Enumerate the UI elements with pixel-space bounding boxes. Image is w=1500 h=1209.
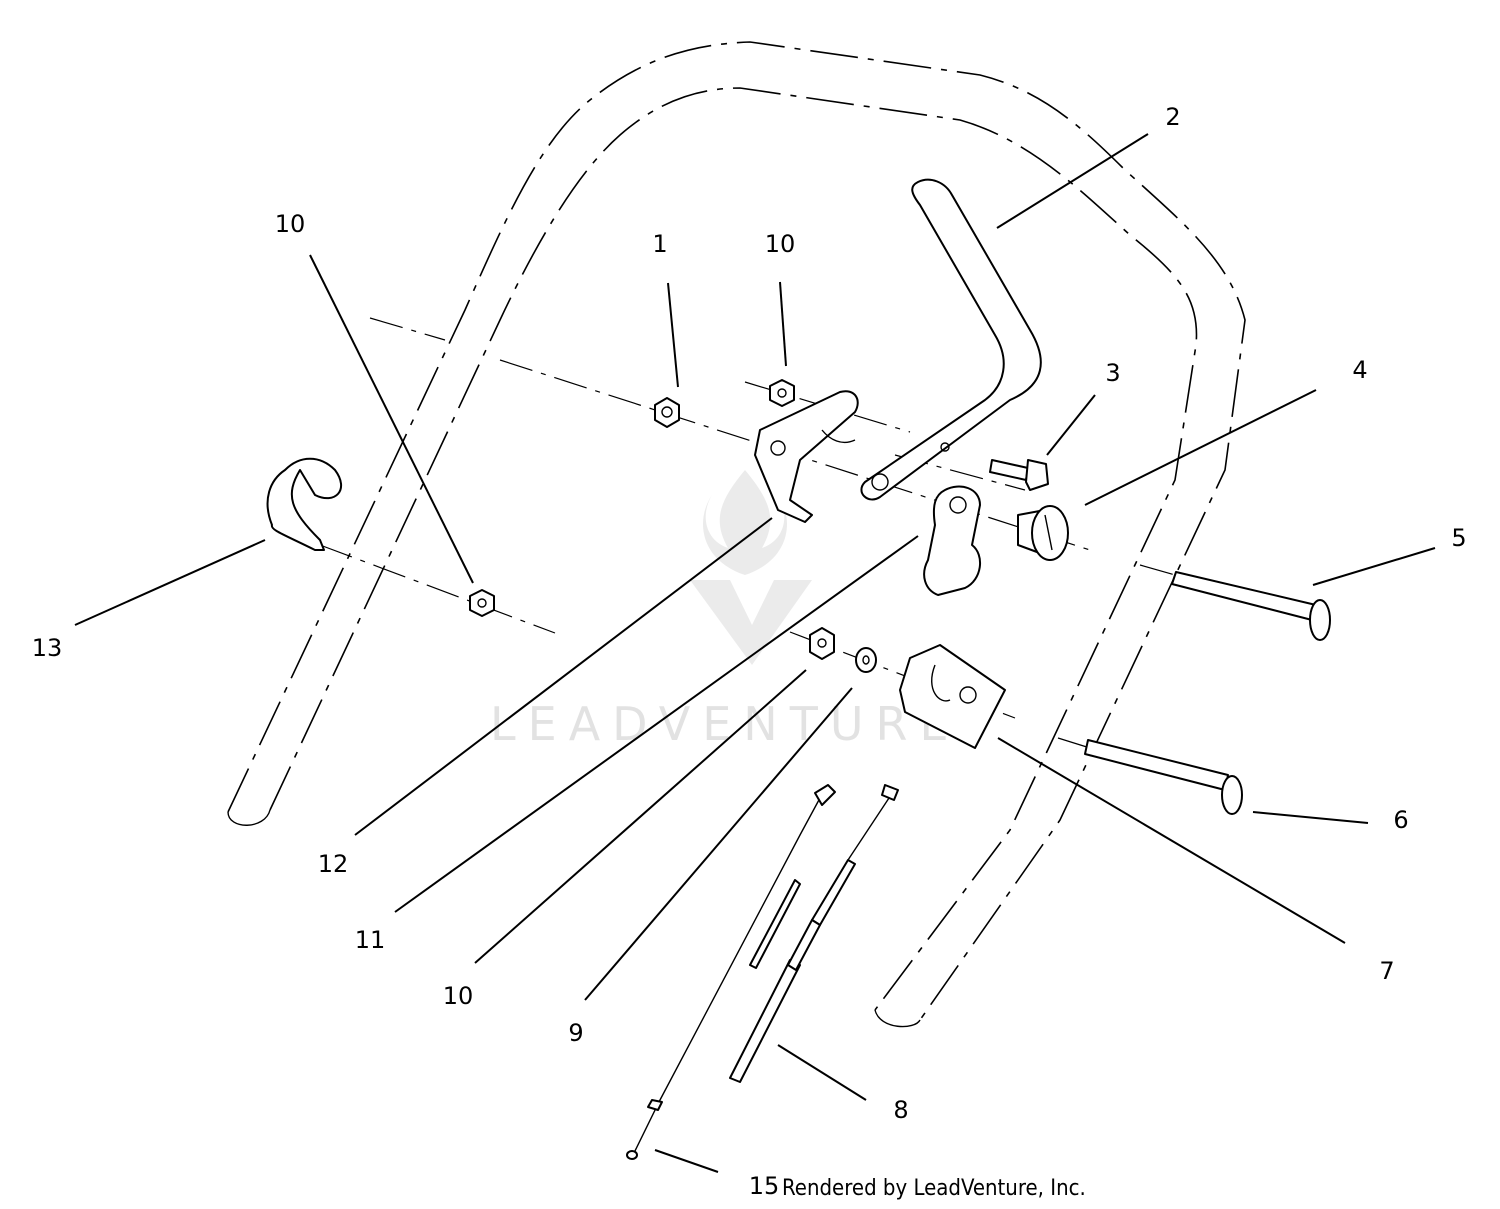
handle-frame [227,41,1246,1028]
callout-9: 9 [568,1019,583,1047]
callout-2: 2 [1165,103,1180,131]
callout-15: 15 [749,1172,780,1200]
part-10-nut-upper[interactable] [769,379,795,407]
callout-10-upper: 10 [765,230,796,258]
part-10-nut-lower[interactable] [809,627,835,660]
callout-5: 5 [1451,524,1466,552]
callout-10-left: 10 [275,210,306,238]
part-10-nut-left[interactable] [469,589,495,617]
watermark-logo: LEADVENTURE [490,470,961,751]
callout-7: 7 [1379,957,1394,985]
callout-10-lower: 10 [443,982,474,1010]
part-3-bolt[interactable] [989,459,1049,491]
part-12-bracket[interactable] [754,390,859,523]
leader-lines [74,133,1436,1173]
callout-8: 8 [893,1096,908,1124]
part-5-carriage-bolt[interactable] [1171,571,1331,641]
part-8-cable[interactable] [729,784,899,1083]
part-4-knob[interactable] [1017,505,1069,561]
callout-12: 12 [318,850,349,878]
part-6-carriage-bolt[interactable] [1084,739,1243,815]
part-11-cam[interactable] [923,485,981,596]
part-1-nut[interactable] [654,397,680,428]
callout-1: 1 [652,230,667,258]
callout-6: 6 [1393,806,1408,834]
render-credit: Rendered by LeadVenture, Inc. [782,1176,1086,1201]
watermark-text: LEADVENTURE [490,697,961,751]
callout-13: 13 [32,634,63,662]
callout-labels: 2 1 10 10 3 4 5 6 7 8 9 10 11 12 13 15 [32,103,1467,1200]
part-15-cable[interactable] [626,784,836,1160]
part-7-block[interactable] [899,644,1006,749]
callout-4: 4 [1352,356,1367,384]
callout-11: 11 [355,926,386,954]
part-9-washer[interactable] [855,647,877,673]
part-13-clip[interactable] [266,457,342,551]
part-2-lever[interactable] [860,178,1042,501]
callout-3: 3 [1105,359,1120,387]
